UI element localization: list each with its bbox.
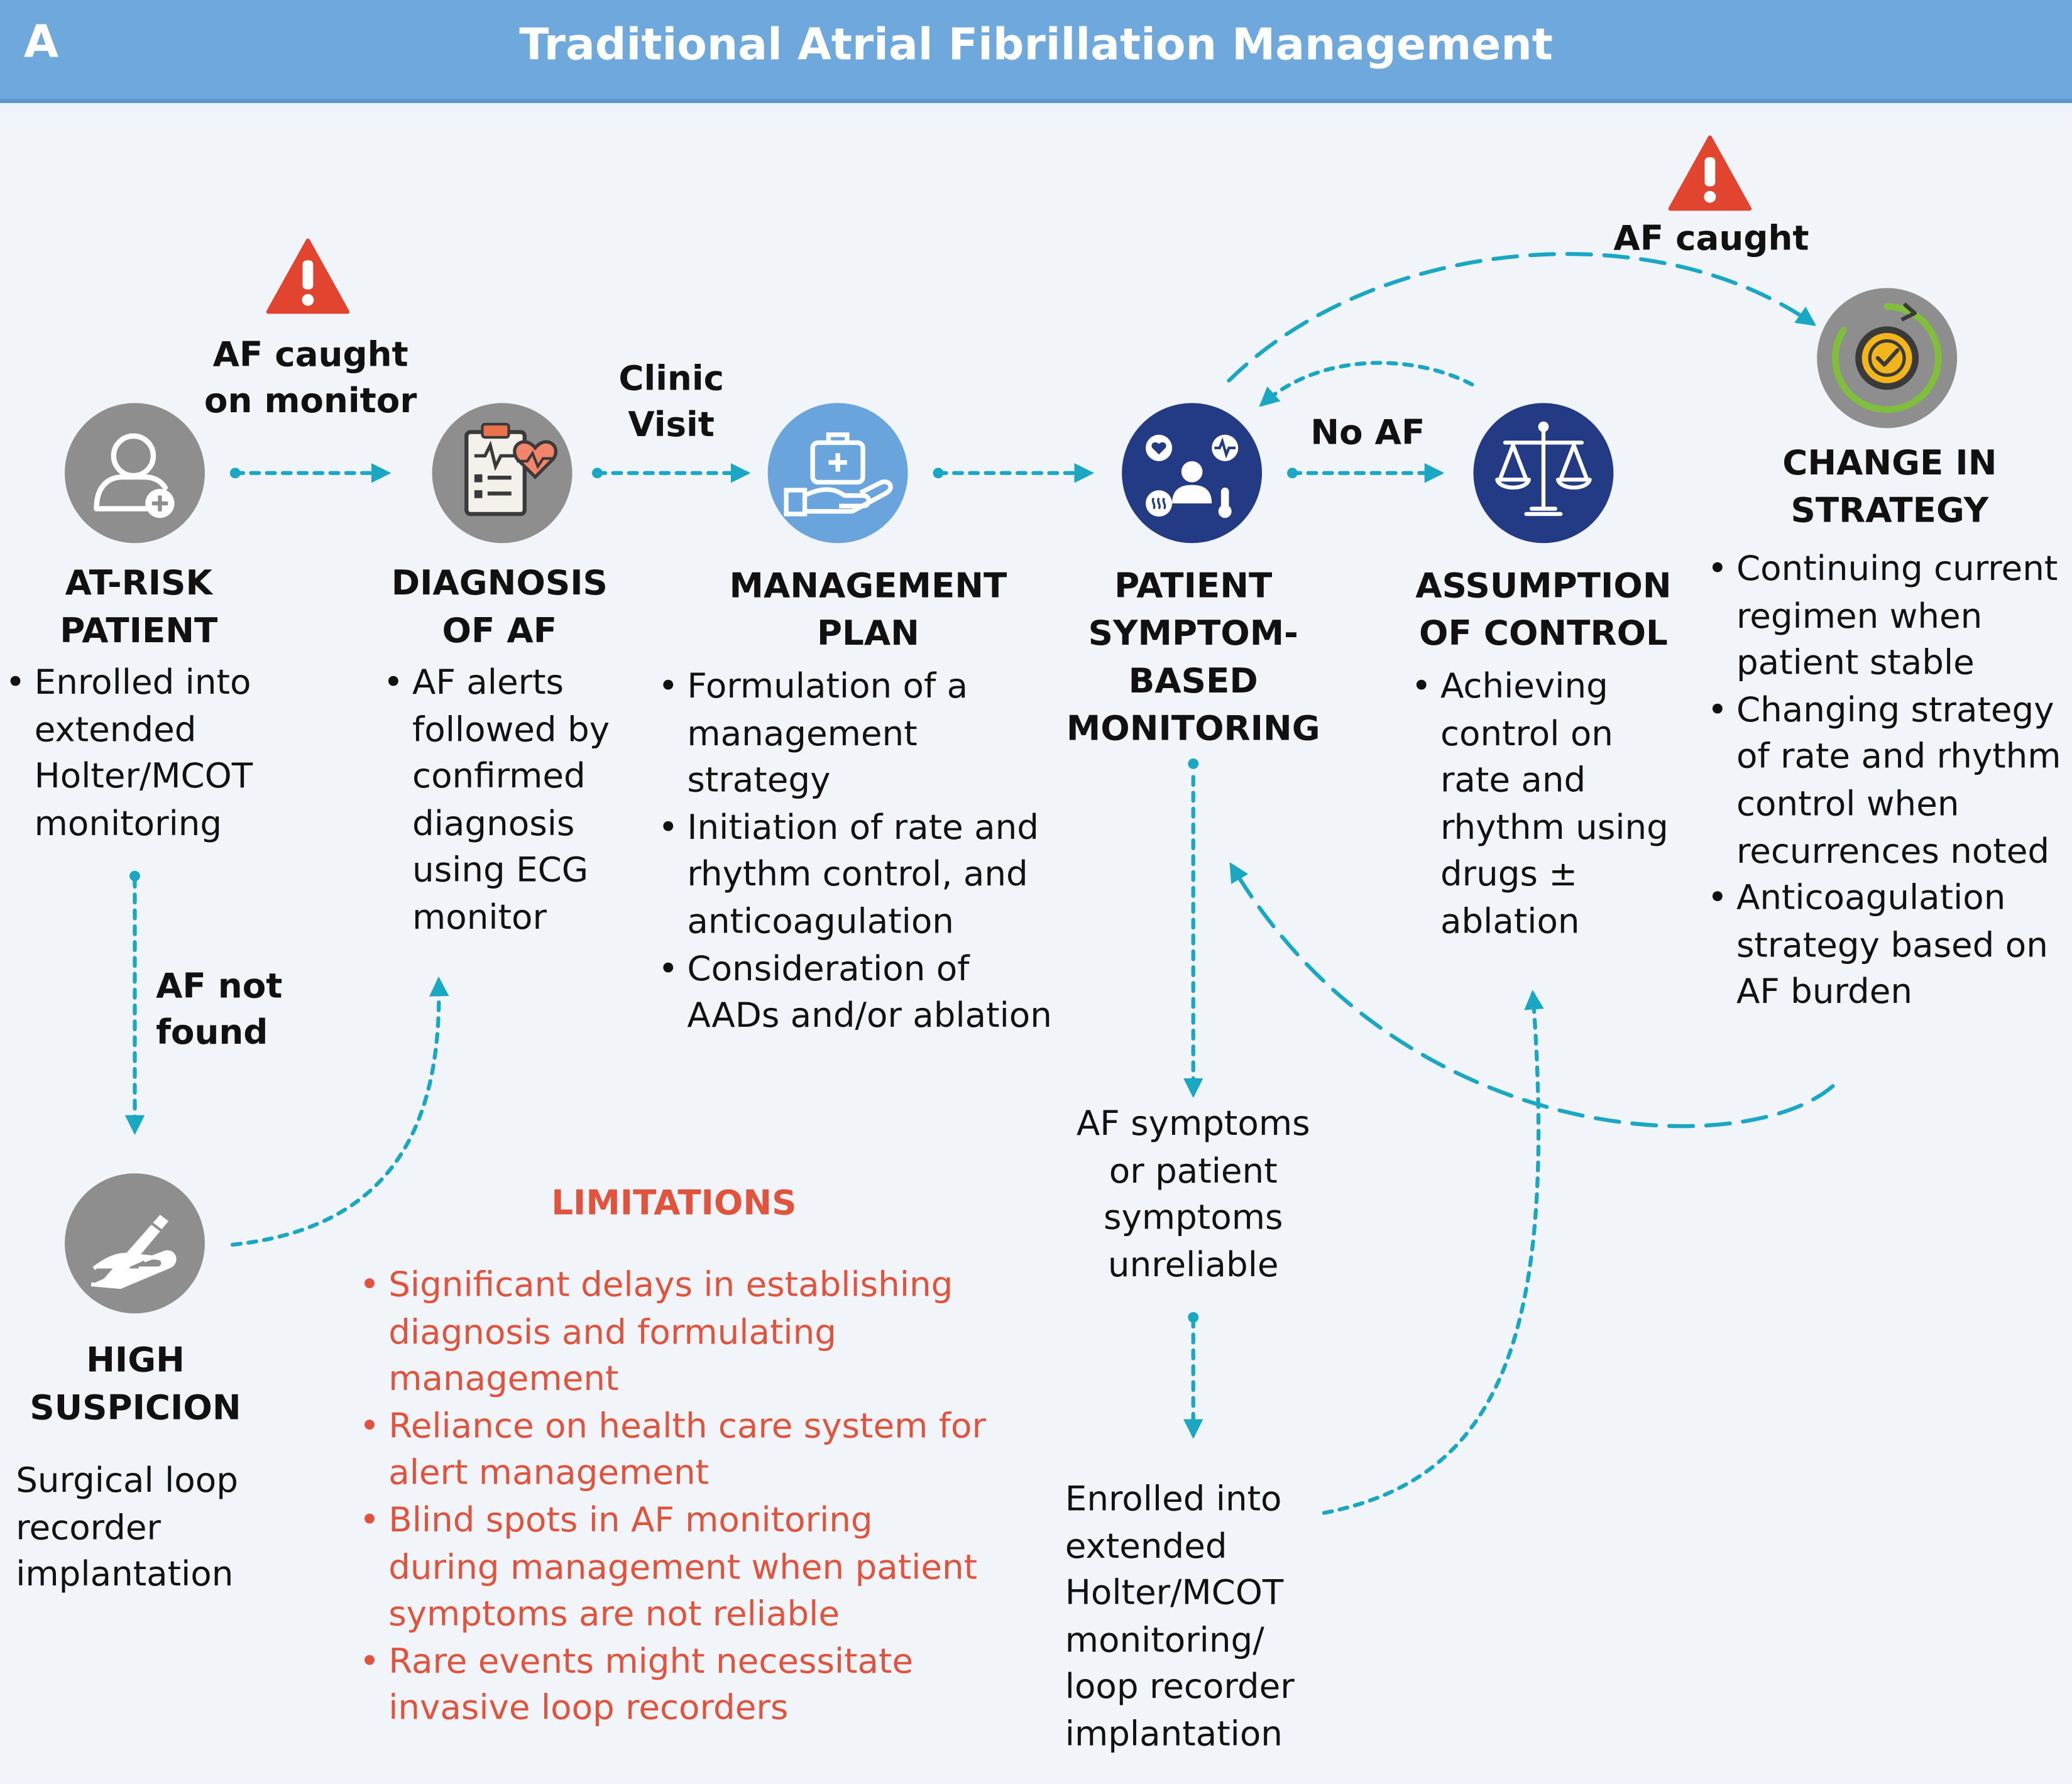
list-item: Formulation of a management strategy bbox=[658, 665, 1055, 806]
limitations-list: Significant delays in establishing diagn… bbox=[359, 1263, 994, 1733]
list-item: Anticoagulation strategy based on AF bur… bbox=[1707, 876, 2071, 1017]
symptom-monitoring-node bbox=[1122, 403, 1263, 544]
list-item: Enrolled into extended Holter/MCOT monit… bbox=[5, 660, 270, 848]
symptom-monitoring-title: PATIENT SYMPTOM- BASED MONITORING bbox=[1066, 567, 1320, 750]
assumption-of-control-details: Achieving control on rate and rhythm usi… bbox=[1411, 665, 1682, 947]
management-plan-node bbox=[767, 403, 908, 544]
patient-icon bbox=[94, 433, 175, 518]
list-item: Continuing current regimen when patient … bbox=[1707, 547, 2071, 689]
label-clinic-visit: Clinic Visit bbox=[618, 359, 725, 446]
assumption-of-control-title: ASSUMPTION OF CONTROL bbox=[1415, 567, 1672, 654]
list-item: Consideration of AADs and/or ablation bbox=[658, 947, 1055, 1041]
high-suspicion-node bbox=[65, 1173, 205, 1314]
diagram-title: Traditional Atrial Fibrillation Manageme… bbox=[519, 18, 1553, 70]
af-symptoms-text: AF symptoms or patient symptoms unreliab… bbox=[1076, 1104, 1310, 1286]
hand-medkit-icon bbox=[784, 432, 893, 517]
high-suspicion-title: HIGH SUSPICION bbox=[30, 1341, 241, 1429]
arrow-assumption-to-monitoring bbox=[1259, 361, 1474, 407]
warning-icon bbox=[266, 238, 350, 314]
list-item: Initiation of rate and rhythm control, a… bbox=[658, 806, 1055, 947]
list-item: Rare events might necessitate invasive l… bbox=[359, 1639, 994, 1734]
cycle-check-icon bbox=[1832, 302, 1942, 413]
diagnosis-title: DIAGNOSIS OF AF bbox=[391, 564, 608, 652]
management-plan-title: MANAGEMENT PLAN bbox=[729, 567, 1007, 654]
change-in-strategy-node bbox=[1817, 288, 1958, 429]
list-item: Changing strategy of rate and rhythm con… bbox=[1707, 688, 2071, 876]
list-item: Significant delays in establishing diagn… bbox=[359, 1263, 994, 1404]
arrow-monitoring-to-change bbox=[1227, 252, 1817, 383]
list-item: Reliance on health care system for alert… bbox=[359, 1404, 994, 1499]
header-bar: A Traditional Atrial Fibrillation Manage… bbox=[0, 0, 2072, 104]
scalpel-hand-icon bbox=[90, 1211, 177, 1289]
panel-letter: A bbox=[23, 16, 59, 69]
diagnosis-details: AF alerts followed by confirmed diagnosi… bbox=[383, 660, 628, 943]
list-item: AF alerts followed by confirmed diagnosi… bbox=[383, 660, 628, 943]
management-plan-details: Formulation of a management strategy Ini… bbox=[658, 665, 1055, 1041]
assumption-of-control-node bbox=[1473, 403, 1614, 544]
limitations-title: LIMITATIONS bbox=[551, 1184, 797, 1224]
clipboard-heart-icon bbox=[464, 422, 558, 517]
label-no-af: No AF bbox=[1310, 413, 1425, 454]
change-in-strategy-details: Continuing current regimen when patient … bbox=[1707, 547, 2071, 1017]
diagnosis-node bbox=[432, 403, 573, 544]
balance-scale-icon bbox=[1495, 421, 1592, 517]
list-item: Achieving control on rate and rhythm usi… bbox=[1411, 665, 1682, 947]
symptom-monitoring-icon bbox=[1146, 434, 1239, 518]
enrolled-monitoring-text: Enrolled into extended Holter/MCOT monit… bbox=[1065, 1480, 1295, 1755]
label-af-caught-on-monitor: AF caught on monitor bbox=[204, 336, 417, 422]
label-af-not-found: AF not found bbox=[156, 967, 283, 1053]
change-in-strategy-title: CHANGE IN STRATEGY bbox=[1782, 444, 1997, 532]
at-risk-patient-node bbox=[65, 403, 205, 544]
arrow-suspicion-to-diagnosis bbox=[230, 976, 449, 1247]
arrow-change-to-monitoring bbox=[1229, 862, 1835, 1129]
high-suspicion-details: Surgical loop recorder implantation bbox=[16, 1461, 238, 1595]
at-risk-patient-title: AT-RISK PATIENT bbox=[60, 564, 218, 652]
warning-icon bbox=[1668, 135, 1752, 211]
arrow-enrolled-to-assumption bbox=[1322, 989, 1544, 1515]
label-af-caught: AF caught bbox=[1613, 219, 1809, 260]
at-risk-patient-details: Enrolled into extended Holter/MCOT monit… bbox=[5, 660, 270, 848]
list-item: Blind spots in AF monitoring during mana… bbox=[359, 1498, 994, 1639]
